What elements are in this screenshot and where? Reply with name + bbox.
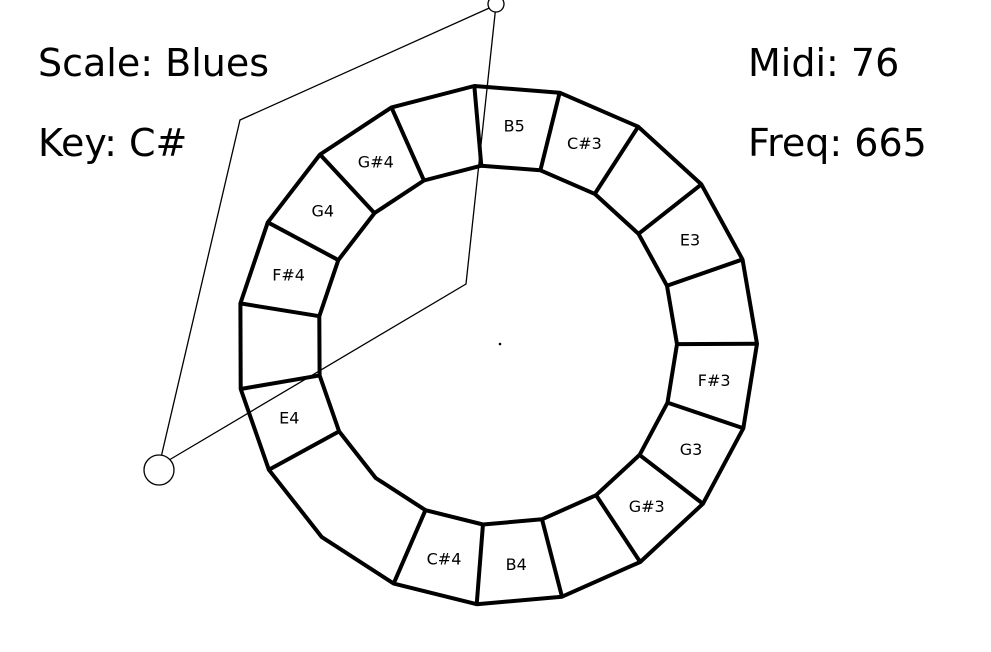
ring-inner-edge: [317, 163, 679, 527]
scale-label: Scale: Blues: [38, 41, 270, 85]
key-label: Key: C#: [38, 121, 188, 165]
segment-divider: [666, 257, 744, 288]
segment-divider: [637, 182, 703, 236]
freq-label: Freq: 665: [748, 121, 927, 165]
wheel-center-dot: [498, 342, 502, 346]
segment-divider: [538, 92, 562, 171]
segment-divider: [391, 509, 428, 585]
segment-divider: [240, 373, 320, 391]
segment-label: B5: [504, 117, 525, 136]
linkage-arm-outer: [158, 4, 497, 467]
segment-label: E3: [680, 230, 700, 249]
segment-divider: [267, 429, 341, 472]
segment-divider: [594, 494, 642, 564]
segment-divider: [666, 400, 744, 431]
segment-label: C#4: [427, 550, 462, 569]
segment-divider: [593, 125, 640, 195]
ring-outer-edge: [238, 84, 759, 607]
segment-label: F#4: [272, 266, 305, 285]
segment-label: E4: [279, 408, 299, 427]
segment-divider: [266, 220, 340, 262]
segment-divider: [638, 453, 705, 506]
segment-divider: [240, 301, 320, 319]
segment-label: G3: [680, 440, 703, 459]
segment-label: G4: [312, 202, 335, 221]
segment-label: B4: [506, 555, 527, 574]
midi-label: Midi: 76: [748, 41, 900, 85]
linkage-arm-inner: [158, 4, 497, 467]
segment-divider: [474, 524, 485, 605]
segment-label: G#3: [629, 497, 665, 516]
linkage-top-handle[interactable]: [487, 0, 505, 13]
segment-label: G#4: [358, 152, 394, 171]
pointer-linkage[interactable]: [143, 0, 505, 486]
segment-divider: [540, 518, 564, 598]
segment-label: F#3: [698, 371, 731, 390]
segment-label: C#3: [567, 134, 602, 153]
segment-divider: [318, 153, 376, 215]
linkage-handle[interactable]: [143, 454, 175, 486]
segment-divider: [389, 106, 426, 182]
